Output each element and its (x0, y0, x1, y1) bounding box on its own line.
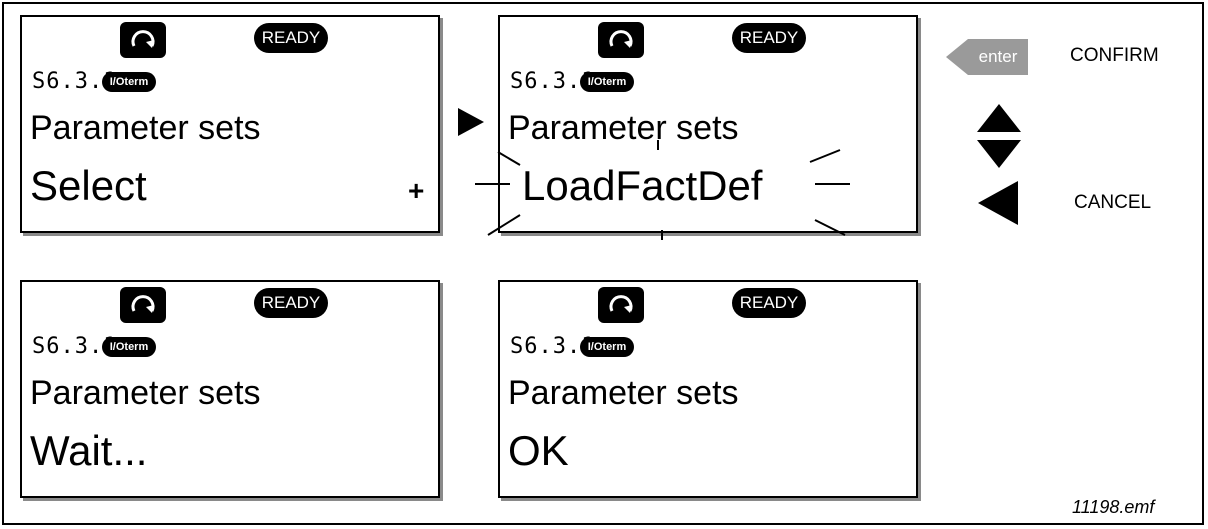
rotate-icon (598, 287, 644, 323)
rotate-icon (120, 22, 166, 58)
keypad-display-loadfactdef: READY S6.3.1 I/Oterm Parameter sets Load… (498, 15, 918, 233)
figure-filename: 11198.emf (1072, 497, 1155, 517)
display-title: Parameter sets (30, 374, 261, 412)
enter-button: enter (946, 39, 1028, 75)
display-value-blinking: LoadFactDef (522, 162, 763, 209)
display-value: Wait... (30, 427, 148, 474)
display-title: Parameter sets (508, 374, 739, 412)
confirm-label: CONFIRM (1070, 45, 1159, 66)
display-value: Select (30, 162, 147, 209)
enter-label: enter (978, 47, 1018, 66)
ready-badge: READY (732, 288, 806, 318)
display-title: Parameter sets (508, 109, 739, 147)
arrow-left-icon (978, 181, 1018, 225)
ready-badge: READY (254, 288, 328, 318)
io-term-tag: I/Oterm (580, 72, 634, 92)
keypad-display-select: READY S6.3.1 I/Oterm Parameter sets Sele… (20, 15, 440, 233)
display-title: Parameter sets (30, 109, 261, 147)
ready-badge: READY (254, 23, 328, 53)
cancel-label: CANCEL (1074, 192, 1152, 213)
ready-badge: READY (732, 23, 806, 53)
selection-indicator: + (408, 175, 425, 206)
keypad-display-ok: READY S6.3.1 I/Oterm Parameter sets OK (498, 280, 918, 498)
up-down-arrows-icon (977, 104, 1021, 168)
arrow-right-icon (458, 108, 484, 136)
io-term-tag: I/Oterm (580, 337, 634, 357)
io-term-tag: I/Oterm (102, 72, 156, 92)
io-term-tag: I/Oterm (102, 337, 156, 357)
rotate-icon (598, 22, 644, 58)
blink-rays (475, 140, 850, 240)
display-value: OK (508, 427, 569, 474)
rotate-icon (120, 287, 166, 323)
keypad-display-wait: READY S6.3.1 I/Oterm Parameter sets Wait… (20, 280, 440, 498)
